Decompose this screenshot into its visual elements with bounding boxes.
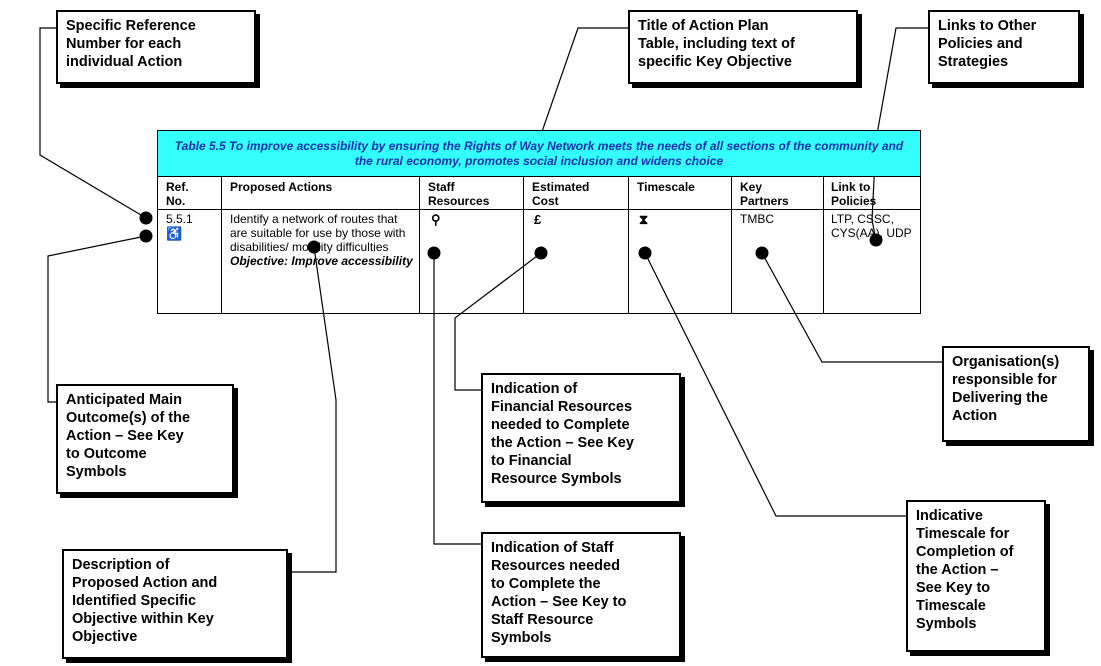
callout-title: Title of Action Plan Table, including te… [628, 10, 858, 84]
link-dot [869, 233, 883, 247]
wheelchair-icon: ♿ [166, 226, 183, 241]
ref-dot [139, 211, 153, 225]
action-text: Identify a network of routes that are su… [230, 212, 406, 254]
cost-dot [534, 246, 548, 260]
callout-financial: Indication of Financial Resources needed… [481, 373, 681, 503]
callout-description: Description of Proposed Action and Ident… [62, 549, 288, 659]
row-partners: TMBC [740, 212, 774, 226]
callout-ref-number: Specific Reference Number for each indiv… [56, 10, 256, 84]
header-divider [158, 209, 920, 210]
ref-connector [39, 27, 147, 219]
header-staff: Staff Resources [428, 180, 490, 208]
header-ref: Ref. No. [166, 180, 189, 208]
row-link: LTP, CSSC, CYS(AA), UDP [831, 212, 912, 240]
description-connector [288, 246, 337, 573]
timescale-connector [644, 252, 906, 517]
outcome-dot [139, 229, 153, 243]
column-divider [823, 177, 824, 313]
header-cost: Estimated Cost [532, 180, 590, 208]
action-plan-table: Table 5.5 To improve accessibility by en… [157, 130, 921, 314]
partners-dot [755, 246, 769, 260]
title-connector [536, 27, 628, 147]
callout-organisation: Organisation(s) responsible for Deliveri… [942, 346, 1090, 442]
column-divider [628, 177, 629, 313]
row-ref: 5.5.1 [166, 212, 193, 226]
callout-outcomes: Anticipated Main Outcome(s) of the Actio… [56, 384, 234, 494]
header-actions: Proposed Actions [230, 180, 333, 194]
timescale-dot [638, 246, 652, 260]
person-icon: ⚲ [431, 212, 441, 227]
outcome-connector [47, 235, 147, 403]
staff-dot [427, 246, 441, 260]
header-link: Link to Policies [831, 180, 877, 208]
callout-timescale: Indicative Timescale for Completion of t… [906, 500, 1046, 652]
pound-icon: £ [534, 212, 542, 227]
row-action: Identify a network of routes that are su… [230, 212, 414, 268]
header-partners: Key Partners [740, 180, 789, 208]
column-divider [731, 177, 732, 313]
organisation-connector [761, 252, 942, 363]
action-dot [307, 240, 321, 254]
column-divider [523, 177, 524, 313]
financial-connector [454, 252, 542, 391]
table-title: Table 5.5 To improve accessibility by en… [158, 131, 920, 177]
hourglass-icon: ⧗ [639, 212, 649, 227]
staff-connector [433, 253, 481, 545]
column-divider [221, 177, 222, 313]
callout-staff: Indication of Staff Resources needed to … [481, 532, 681, 658]
header-timescale: Timescale [637, 180, 695, 194]
callout-links: Links to Other Policies and Strategies [928, 10, 1080, 84]
column-divider [419, 177, 420, 313]
action-objective: Objective: Improve accessibility [230, 254, 413, 268]
